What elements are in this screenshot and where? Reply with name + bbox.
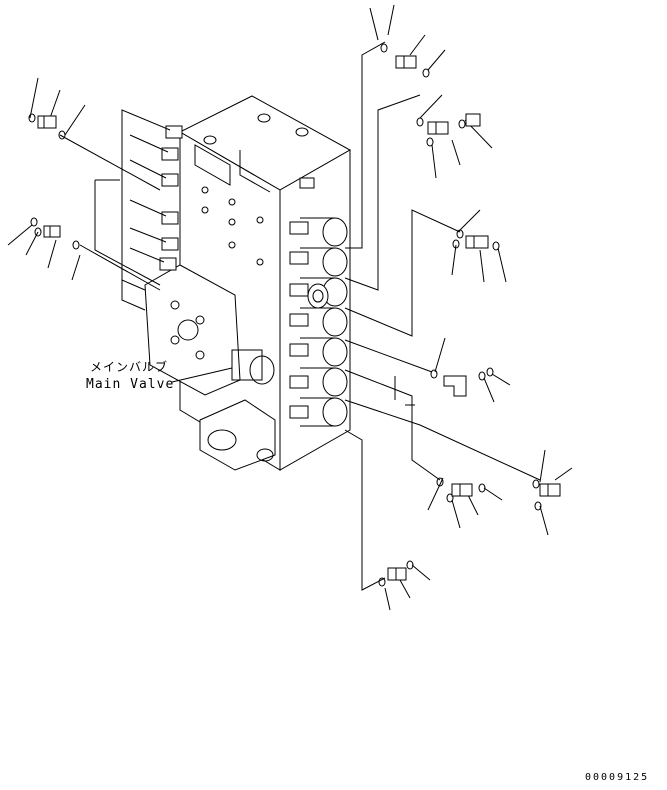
- main-valve-leader: [171, 367, 233, 383]
- main-valve-body: [144, 95, 352, 471]
- leader-lines-right: [344, 41, 541, 591]
- main-valve-label-jp: メインバルブ: [90, 360, 169, 374]
- main-valve-label-en: Main Valve: [86, 377, 175, 392]
- spool-sections: [300, 217, 348, 427]
- fittings-exploded: [37, 55, 561, 581]
- leader-lines-left: [59, 109, 171, 311]
- body-fittings-right: [289, 221, 329, 419]
- drawing-number: 00009125: [585, 772, 650, 783]
- o-rings: [28, 43, 542, 587]
